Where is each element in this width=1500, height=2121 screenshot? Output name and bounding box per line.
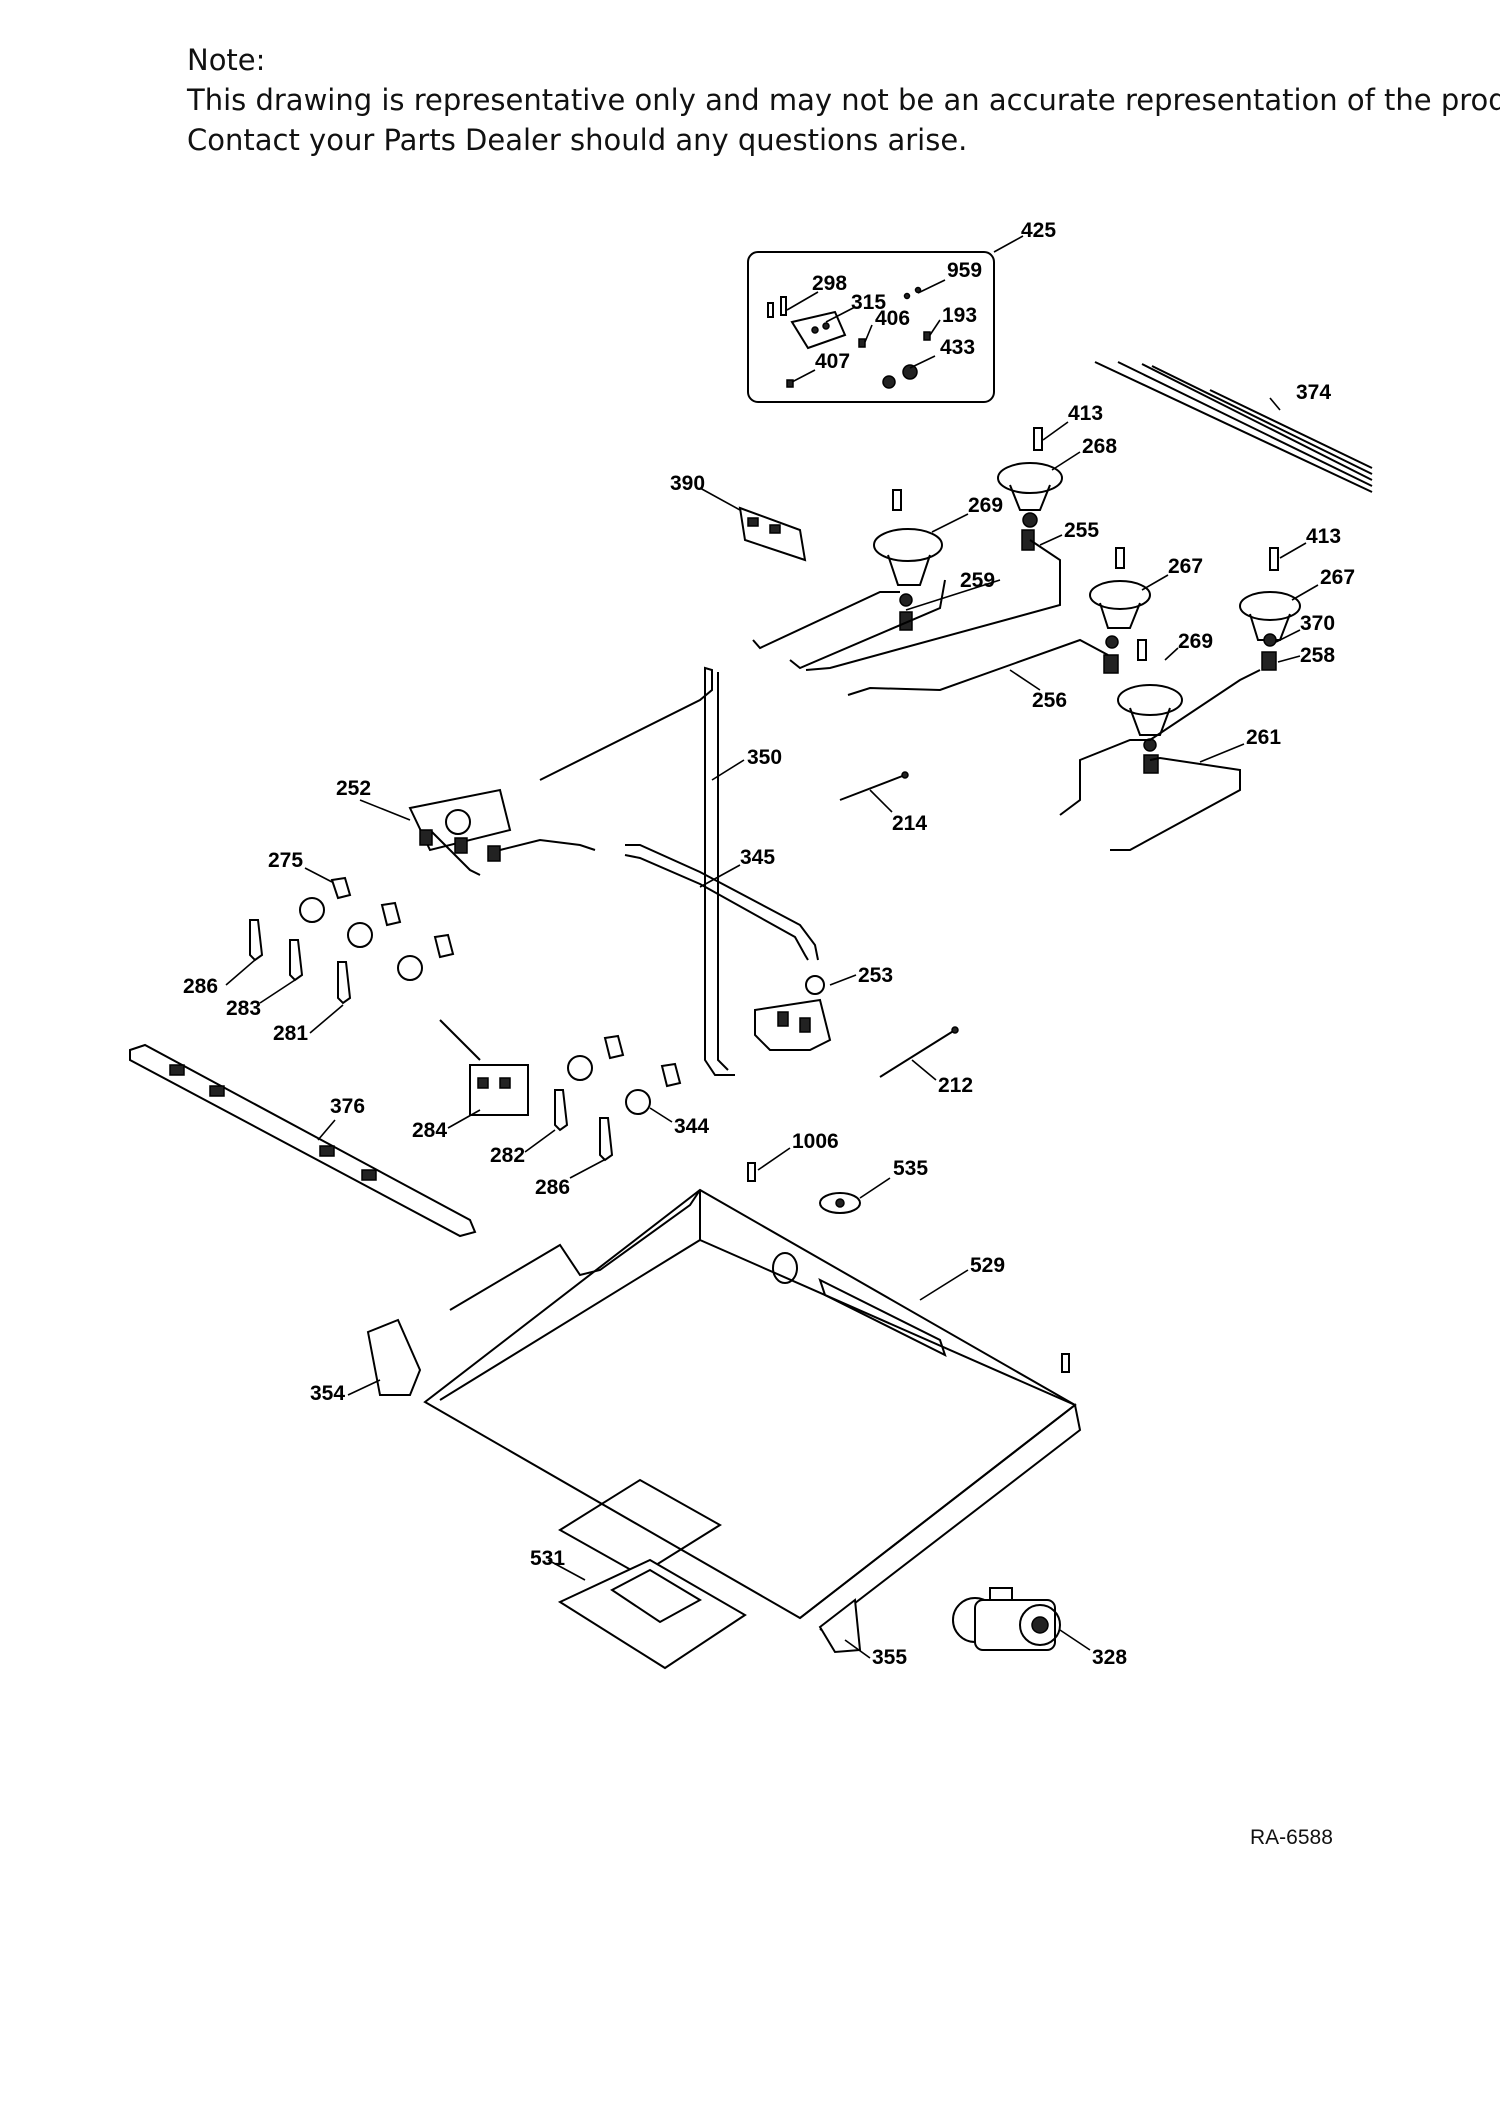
callout-255: 255 — [1064, 519, 1099, 542]
callout-214: 214 — [892, 812, 927, 835]
callout-376: 376 — [330, 1095, 365, 1118]
wire-harness-374: 374 — [1094, 361, 1373, 493]
callout-407: 407 — [815, 350, 850, 373]
callout-298: 298 — [812, 272, 847, 295]
callout-275: 275 — [268, 849, 303, 872]
callout-252: 252 — [336, 777, 371, 800]
note-title: Note: — [187, 43, 266, 77]
valve-cluster-left: 275 286 283 281 — [183, 849, 455, 1045]
callout-413b: 413 — [1306, 525, 1341, 548]
callout-315: 315 — [851, 291, 886, 314]
bracket-355: 355 — [818, 1598, 907, 1669]
callout-267: 267 — [1168, 555, 1203, 578]
callout-283: 283 — [226, 997, 261, 1020]
callout-281: 281 — [273, 1022, 308, 1045]
rod-212: 212 — [879, 1026, 973, 1097]
callout-345: 345 — [740, 846, 775, 869]
rod-214: 214 — [839, 771, 927, 835]
burner-269: 269 255 259 — [873, 489, 1099, 631]
callout-286: 286 — [183, 975, 218, 998]
callout-355: 355 — [872, 1646, 907, 1669]
regulator-328: 328 — [952, 1587, 1127, 1669]
bracket-354: 354 — [310, 1318, 422, 1405]
callout-413: 413 — [1068, 402, 1103, 425]
pipe-345: 345 — [624, 844, 819, 961]
callout-370: 370 — [1300, 612, 1335, 635]
kit-425: 425 959 298 315 406 193 433 407 — [747, 219, 1056, 403]
burner-268: 413 268 — [997, 402, 1117, 528]
callout-531: 531 — [530, 1547, 565, 1570]
callout-390: 390 — [670, 472, 705, 495]
callout-328: 328 — [1092, 1646, 1127, 1669]
callout-258: 258 — [1300, 644, 1335, 667]
disclaimer-note: Note: This drawing is representative onl… — [187, 40, 1500, 160]
callout-529: 529 — [970, 1254, 1005, 1277]
valve-block-284: 284 — [412, 1019, 529, 1142]
callout-354: 354 — [310, 1382, 345, 1405]
burner-267-right: 413 267 370 258 — [1239, 525, 1355, 671]
callout-256: 256 — [1032, 689, 1067, 712]
callout-286b: 286 — [535, 1176, 570, 1199]
callout-269b: 269 — [1178, 630, 1213, 653]
callout-433: 433 — [940, 336, 975, 359]
screw-1006: 1006 — [747, 1130, 839, 1182]
gas-tubes: 256 261 — [752, 539, 1281, 851]
callout-959: 959 — [947, 259, 982, 282]
callout-535: 535 — [893, 1157, 928, 1180]
callout-267b: 267 — [1320, 566, 1355, 589]
callout-425: 425 — [1021, 219, 1056, 242]
spark-module-390: 390 — [670, 472, 807, 562]
manifold-252: 252 — [336, 777, 596, 876]
callout-212: 212 — [938, 1074, 973, 1097]
callout-344: 344 — [674, 1115, 709, 1138]
callout-282: 282 — [490, 1144, 525, 1167]
manifold-253: 253 — [754, 964, 893, 1051]
bracket-535: 535 — [819, 1157, 928, 1214]
cover-plate-531: 531 — [530, 1547, 747, 1670]
note-line-1: This drawing is representative only and … — [187, 83, 1500, 117]
callout-259: 259 — [960, 569, 995, 592]
callout-1006: 1006 — [792, 1130, 839, 1153]
pipe-350: 350 — [539, 666, 782, 1076]
valve-cluster-right: 344 282 286 — [490, 1034, 709, 1199]
callout-193: 193 — [942, 304, 977, 327]
note-line-2: Contact your Parts Dealer should any que… — [187, 123, 968, 157]
burner-269-right: 269 — [1117, 630, 1213, 774]
diagram-reference-code: RA-6588 — [1250, 1826, 1333, 1849]
callout-269: 269 — [968, 494, 1003, 517]
callout-406: 406 — [875, 307, 910, 330]
base-pan-529: 529 — [423, 1188, 1082, 1631]
rail-376: 376 — [129, 1043, 477, 1238]
callout-253: 253 — [858, 964, 893, 987]
burner-267: 267 — [1089, 547, 1203, 674]
callout-374: 374 — [1296, 381, 1331, 404]
callout-350: 350 — [747, 746, 782, 769]
callout-261: 261 — [1246, 726, 1281, 749]
callout-284: 284 — [412, 1119, 447, 1142]
callout-268: 268 — [1082, 435, 1117, 458]
